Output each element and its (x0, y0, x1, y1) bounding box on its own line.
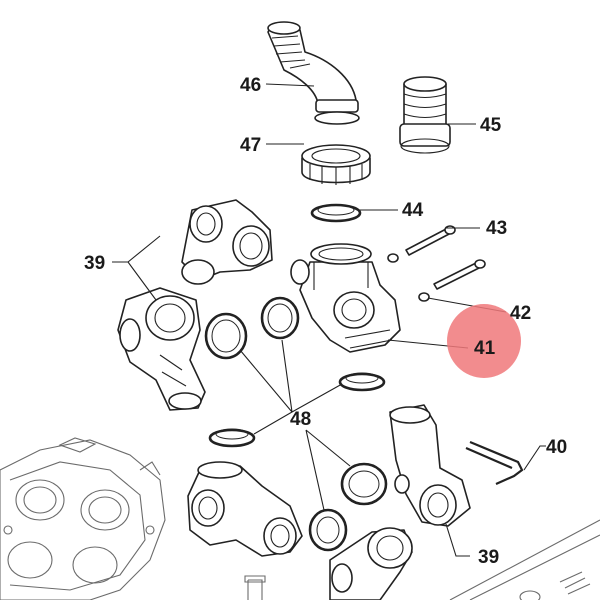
part-39-elbow-bottom-left (187, 461, 303, 557)
part-46-hose-elbow (267, 21, 360, 125)
part-42-washers (387, 253, 430, 302)
callout-42: 42 (510, 303, 531, 324)
background-parts-bottom-right (244, 519, 600, 600)
part-47-ring-nut (301, 144, 371, 185)
callout-47: 47 (240, 135, 261, 156)
pump-body-background (0, 437, 166, 600)
part-39-elbow-lower (117, 287, 206, 411)
callout-39-lower: 39 (478, 547, 499, 568)
part-39-elbow-upper (181, 199, 273, 285)
part-39-elbow-bottom-right (389, 404, 471, 527)
callout-46: 46 (240, 75, 261, 96)
callout-45: 45 (480, 115, 502, 136)
part-45-hose-tail (399, 76, 451, 154)
part-43-bolts (405, 225, 486, 290)
callout-40: 40 (546, 437, 567, 458)
callout-43: 43 (486, 218, 507, 239)
callout-39-upper: 39 (84, 253, 105, 274)
part-40-u-bolt (465, 440, 524, 486)
part-48-o-rings (204, 296, 388, 552)
callout-44: 44 (402, 200, 424, 221)
part-44-o-ring (310, 203, 362, 223)
callout-41-highlight (447, 304, 521, 378)
part-39-elbow-bottom-center (329, 527, 413, 600)
callout-48: 48 (290, 409, 311, 430)
part-41-manifold-tee (290, 243, 401, 353)
callout-41: 41 (474, 338, 496, 359)
